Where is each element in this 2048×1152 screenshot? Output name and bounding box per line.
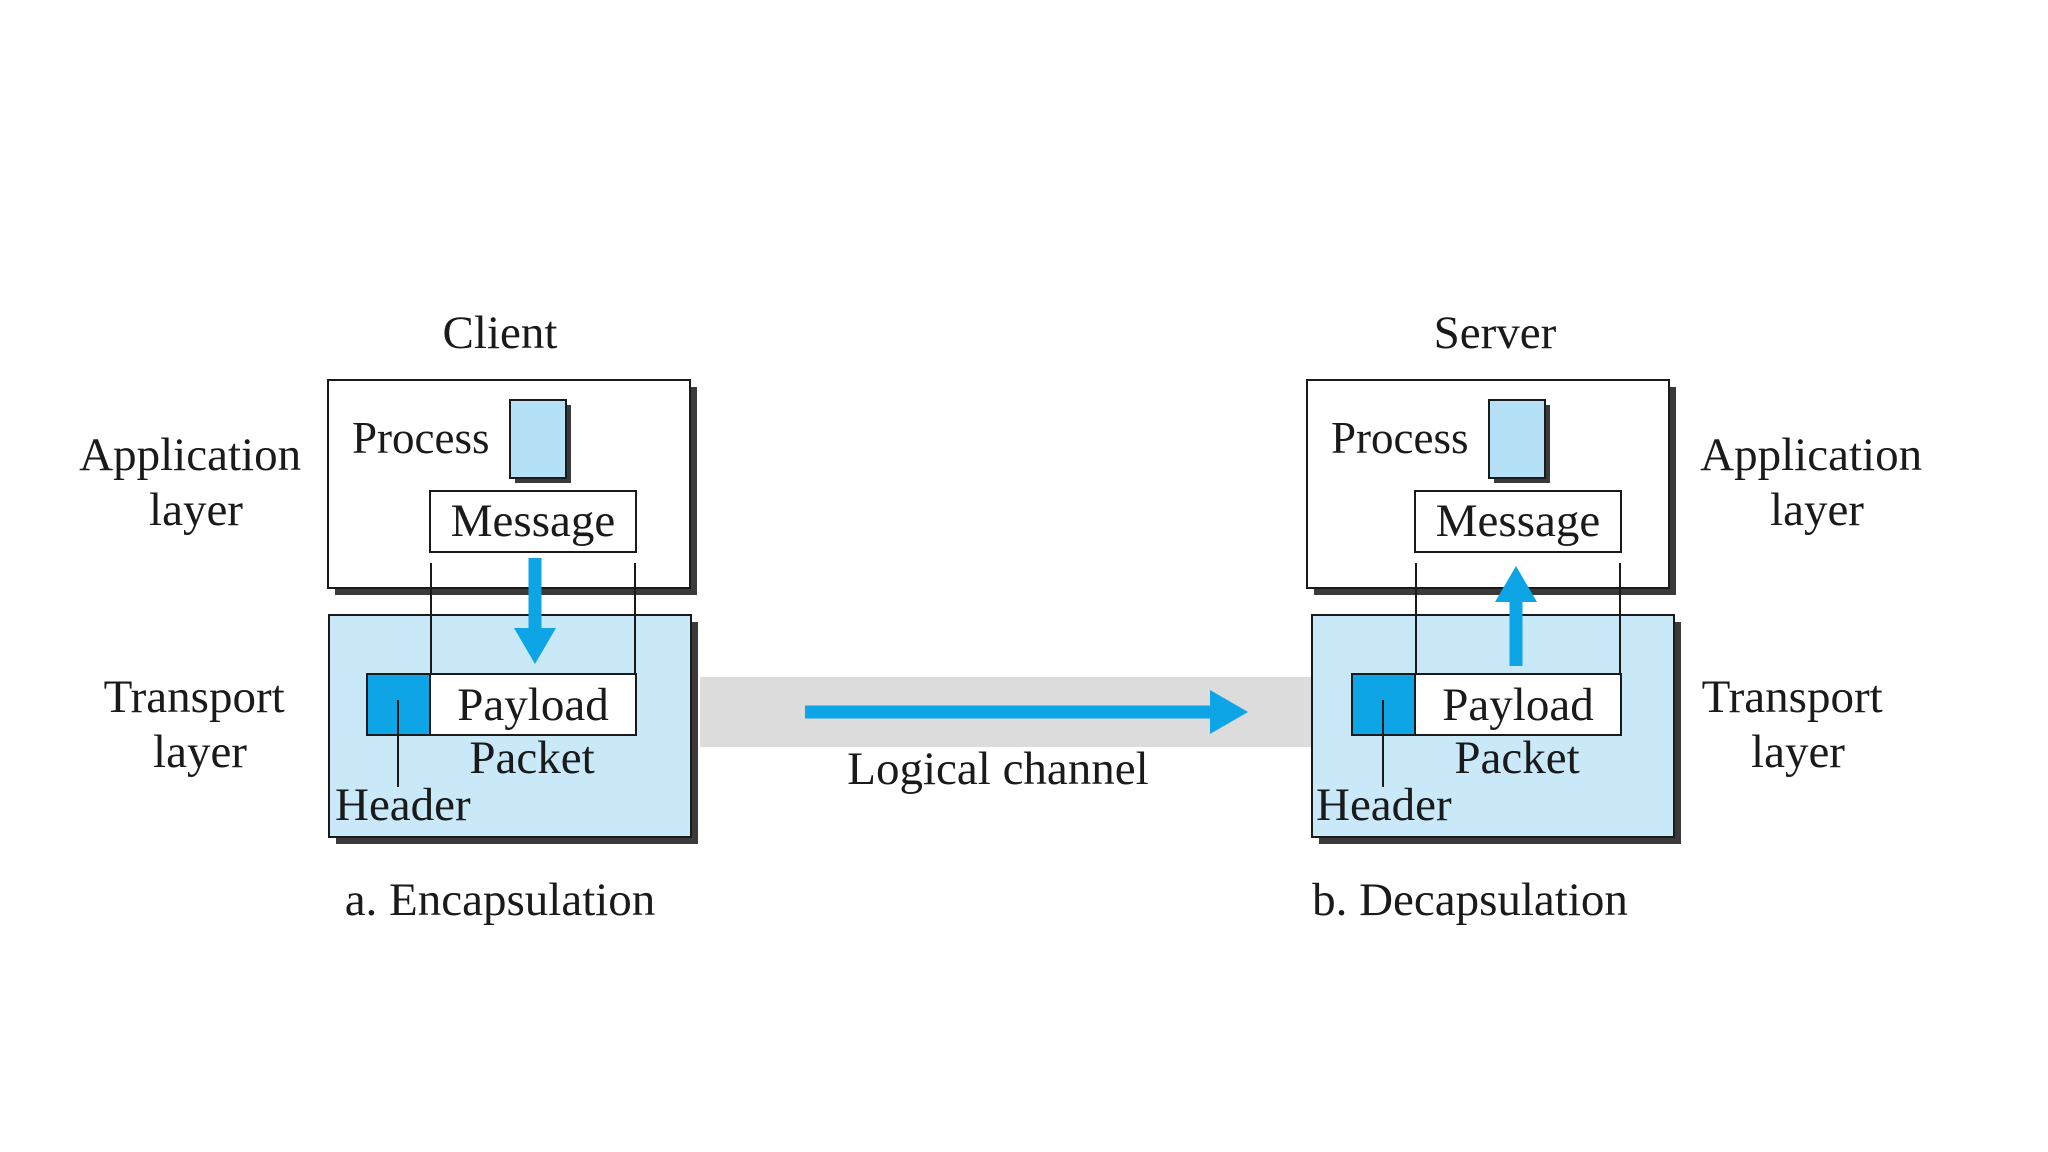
client-process-label: Process xyxy=(352,413,489,463)
server-app-layer-label-line1: Application xyxy=(1700,429,1922,481)
server-title: Server xyxy=(1434,307,1557,359)
channel-arrow-head xyxy=(1210,690,1248,734)
server-caption: b. Decapsulation xyxy=(1312,874,1628,926)
server-up-arrow-head xyxy=(1495,566,1537,602)
server-header-label: Header xyxy=(1316,779,1452,831)
client-transport-layer-label-line2: layer xyxy=(153,726,247,778)
client-packet-label: Packet xyxy=(469,732,594,784)
server-process-icon xyxy=(1488,399,1546,479)
server-transport-layer-label-line2: layer xyxy=(1751,726,1845,778)
client-transport-layer-label: Transport layer xyxy=(104,671,297,778)
client-app-layer-label-line2: layer xyxy=(149,484,243,536)
server-message-label: Message xyxy=(1436,495,1600,547)
client-message-box xyxy=(429,490,637,553)
logical-channel: Logical channel xyxy=(700,677,1320,795)
client-header-label: Header xyxy=(335,779,471,831)
server-process-label: Process xyxy=(1331,413,1468,463)
client-payload-label: Payload xyxy=(457,679,608,731)
server-stack: Server Process Message Payload Packet He… xyxy=(1306,307,1934,926)
server-app-layer-label: Application layer xyxy=(1700,429,1934,536)
server-packet-label: Packet xyxy=(1454,732,1579,784)
client-payload-box xyxy=(429,673,637,736)
client-stack: Client Process Message Payload Packet He… xyxy=(79,307,698,926)
channel-label: Logical channel xyxy=(847,743,1148,795)
client-process-icon xyxy=(509,399,567,479)
client-message-label: Message xyxy=(451,495,615,547)
client-caption: a. Encapsulation xyxy=(345,874,656,926)
server-transport-layer-label-line1: Transport xyxy=(1702,671,1883,723)
server-message-box xyxy=(1414,490,1622,553)
client-down-arrow-head xyxy=(514,628,556,664)
server-payload-label: Payload xyxy=(1442,679,1593,731)
client-app-layer-label: Application layer xyxy=(79,429,313,536)
client-transport-layer-label-line1: Transport xyxy=(104,671,285,723)
server-app-layer-label-line2: layer xyxy=(1770,484,1864,536)
client-title: Client xyxy=(443,307,558,359)
client-app-layer-label-line1: Application xyxy=(79,429,301,481)
server-payload-box xyxy=(1414,673,1622,736)
server-transport-layer-label: Transport layer xyxy=(1702,671,1895,778)
